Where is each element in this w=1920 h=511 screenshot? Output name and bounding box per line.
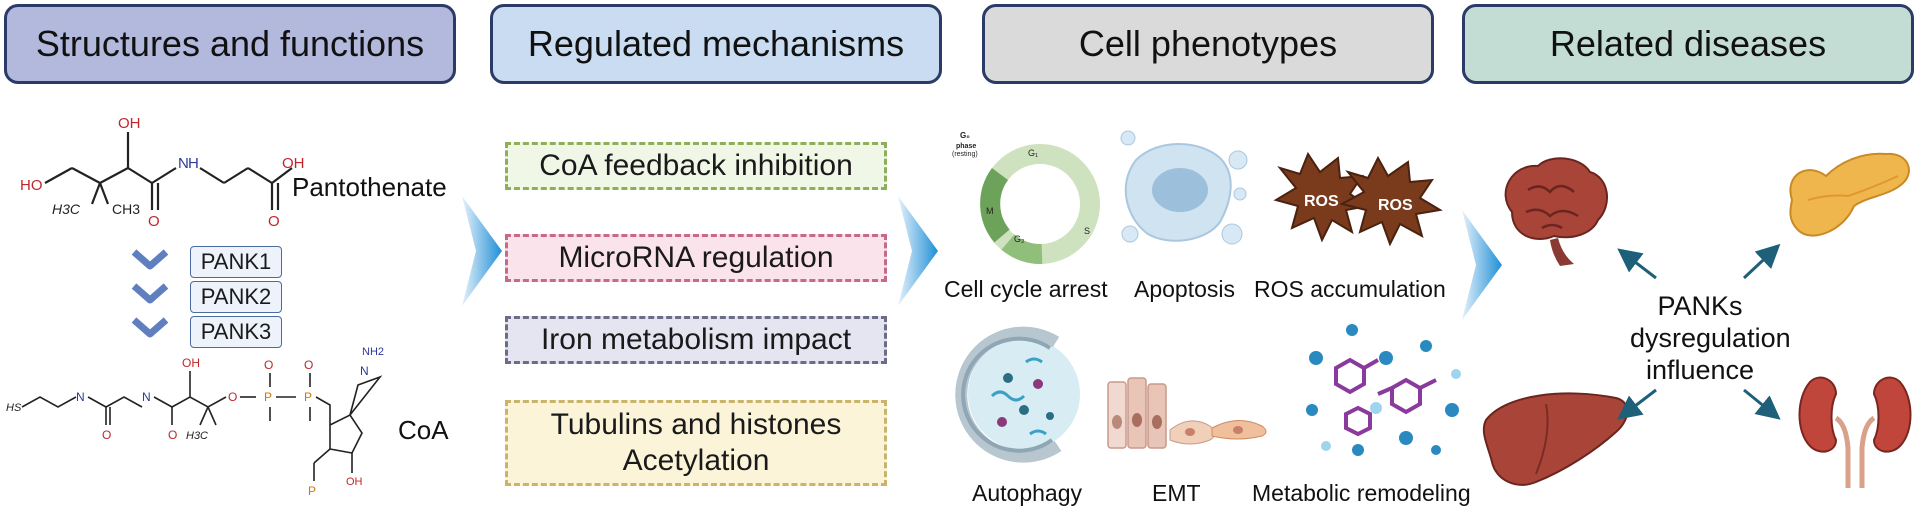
atom-n1: N (76, 390, 85, 404)
atom-o-acid: O (268, 213, 280, 230)
header-diseases: Related diseases (1462, 4, 1914, 84)
atom-oh-ribose: OH (346, 476, 363, 488)
mechanism-microrna: MicroRNA regulation (505, 234, 887, 282)
flow-arrow-3 (1462, 210, 1502, 320)
atom-n2: N (142, 390, 151, 404)
phase-m: M (986, 206, 994, 216)
kidney-icon (1798, 376, 1912, 488)
phenotype-apoptosis-label: Apoptosis (1134, 276, 1236, 302)
header-phenotypes: Cell phenotypes (982, 4, 1434, 84)
cell-cycle-icon: G₀ phase (resting) G₁ S M G₂ (952, 131, 1100, 264)
atom-oh-coa: OH (182, 356, 200, 370)
coa-structure: HS N N O O OH H3C O P P O O N NH2 P OH (6, 346, 384, 498)
emt-icon (1107, 377, 1267, 449)
atom-oh-acid: OH (282, 155, 305, 172)
mechanism-acetylation-text: Tubulins and histones Acetylation (550, 408, 842, 477)
enzyme-pank2: PANK2 (190, 281, 282, 313)
ros-icon: ROS ROS (1273, 151, 1443, 247)
atom-p3: P (308, 484, 316, 498)
ros-badge-1: ROS (1304, 193, 1339, 210)
atom-hs: HS (6, 402, 22, 414)
metabolic-icon (1306, 324, 1461, 456)
atom-nh-h: H (188, 155, 199, 172)
atom-p1: P (264, 390, 272, 404)
atom-p2: P (304, 390, 312, 404)
enzyme-pank1: PANK1 (190, 246, 282, 278)
phase-g1: G₁ (1028, 148, 1038, 158)
atom-ch3: CH3 (112, 201, 140, 217)
atom-ho: HO (20, 177, 43, 194)
mechanism-acetylation: Tubulins and histones Acetylation (505, 400, 887, 486)
liver-icon (1482, 392, 1629, 486)
phase-resting: (resting) (952, 151, 978, 158)
atom-n3: N (360, 364, 369, 378)
atom-o-amide: O (148, 213, 160, 230)
mechanism-coa-feedback: CoA feedback inhibition (505, 142, 887, 190)
flow-arrow-1 (462, 196, 502, 306)
coa-label: CoA (398, 415, 449, 445)
atom-nh2: NH2 (362, 346, 384, 358)
flow-arrow-2 (898, 196, 938, 306)
brain-icon (1504, 157, 1609, 266)
atom-o3: O (228, 390, 237, 404)
autophagy-icon (955, 326, 1080, 463)
phenotype-emt-label: EMT (1152, 480, 1201, 506)
phenotype-ros-label: ROS accumulation (1254, 276, 1446, 302)
disease-center-line3: influence (1645, 355, 1755, 385)
header-structures: Structures and functions (4, 4, 456, 84)
chevron-down-icon (131, 317, 169, 338)
phenotype-cell-cycle-label: Cell cycle arrest (944, 276, 1108, 302)
phase-g0: G₀ (960, 131, 970, 140)
enzyme-pank3: PANK3 (190, 316, 282, 348)
phase-g2: G₂ (1014, 234, 1025, 244)
mechanism-iron: Iron metabolism impact (505, 316, 887, 364)
disease-center-line2: dysregulation (1630, 323, 1791, 353)
apoptosis-icon (1120, 130, 1248, 245)
ros-badge-2: ROS (1378, 197, 1413, 214)
chevron-down-icon (131, 283, 169, 304)
header-mechanisms: Regulated mechanisms (490, 4, 942, 84)
disease-center-line1: PANKs (1657, 291, 1743, 321)
chevron-down-icon (131, 249, 169, 270)
phase-s: S (1084, 226, 1090, 236)
phenotype-metabolic-label: Metabolic remodeling (1252, 480, 1471, 506)
disease-arrows (1617, 243, 1781, 420)
atom-h3c-coa: H3C (186, 430, 208, 442)
pancreas-icon (1789, 152, 1910, 237)
pantothenate-structure: HO OH N H O O OH H3C CH3 (20, 115, 305, 230)
disease-center-text: PANKs dysregulation influence (1630, 290, 1791, 386)
atom-o2: O (168, 428, 177, 442)
atom-o5: O (304, 358, 313, 372)
atom-h3c: H3C (52, 201, 81, 217)
atom-oh: OH (118, 115, 141, 132)
phase-g0-sub: phase (956, 143, 976, 150)
atom-o1: O (102, 428, 111, 442)
pantothenate-label: Pantothenate (292, 172, 447, 202)
phenotype-autophagy-label: Autophagy (972, 480, 1082, 506)
atom-o4: O (264, 358, 273, 372)
atom-nh-n: N (178, 155, 189, 172)
